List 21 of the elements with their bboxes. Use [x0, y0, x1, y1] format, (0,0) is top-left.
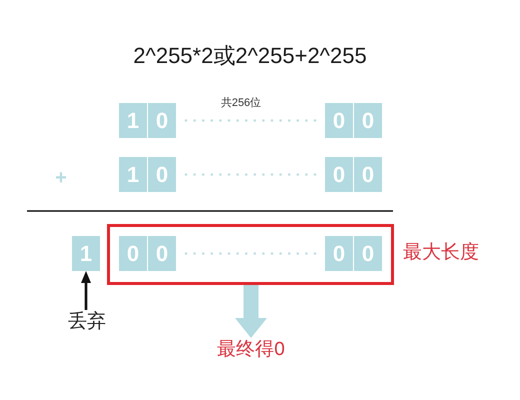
- bit-tile: 0: [148, 103, 176, 138]
- bit-tile: 0: [325, 236, 353, 271]
- bit-tile: 0: [354, 236, 382, 271]
- result-label: 最终得0: [217, 338, 285, 361]
- bit-tile: 0: [325, 157, 353, 192]
- title: 2^255*2或2^255+2^255: [133, 42, 367, 70]
- bit-tile: 0: [354, 157, 382, 192]
- bit-count-label: 共256位: [220, 96, 262, 111]
- note-label: 丢弃: [68, 310, 106, 333]
- bit-tile: 0: [325, 103, 353, 138]
- bit-tile: 0: [354, 103, 382, 138]
- block-arrow: [235, 285, 267, 338]
- side-label: 最大长度: [403, 241, 479, 264]
- bit-tile: 1: [119, 157, 147, 192]
- bit-tile: 0: [148, 236, 176, 271]
- arrow: [81, 271, 91, 310]
- bit-tile: 1: [72, 236, 100, 271]
- bit-tile: 0: [148, 157, 176, 192]
- plus-sign: +: [55, 166, 67, 190]
- bit-tile: 0: [119, 236, 147, 271]
- bit-tile: 1: [119, 103, 147, 138]
